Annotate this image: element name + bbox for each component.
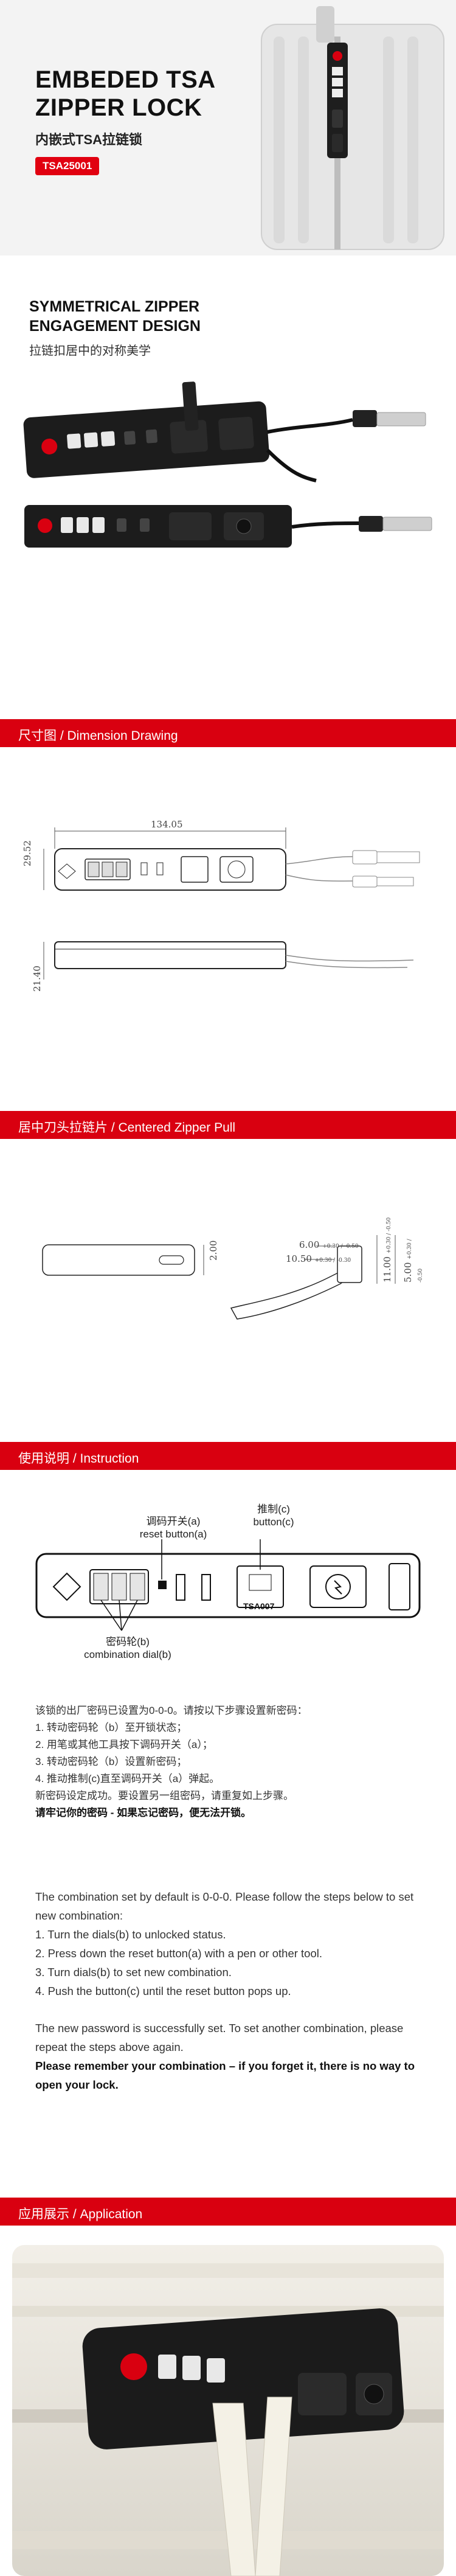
design-title: SYMMETRICAL ZIPPER ENGAGEMENT DESIGN (29, 297, 201, 336)
en-step-3: 3. Turn dials(b) to set new combination. (35, 1966, 232, 1979)
pull-dim-c-tolerance: +0.30 / -0.50 (386, 1217, 392, 1254)
reset-label-en: reset button(a) (139, 1528, 207, 1540)
model-badge: TSA25001 (35, 157, 100, 175)
pull-dim-a-tolerance: +0.30 / -0.50 (322, 1244, 359, 1250)
en-intro: The combination set by default is 0-0-0.… (35, 1890, 414, 1922)
cn-step-4: 4. 推动推制(c)直至调码开关（a）弹起。 (35, 1773, 220, 1784)
section-band-dimension: 尺寸图 / Dimension Drawing (0, 719, 456, 747)
hero-title-line1: EMBEDED TSA (35, 66, 216, 93)
device-mark: TSA007 (243, 1601, 275, 1611)
reset-button-label: 调码开关(a) reset button(a) (125, 1515, 222, 1540)
application-photo (12, 2245, 444, 2576)
hero-title-line2: ZIPPER LOCK (35, 94, 202, 121)
en-step-4: 4. Push the button(c) until the reset bu… (35, 1985, 291, 1997)
reset-label-cn: 调码开关(a) (146, 1516, 201, 1527)
design-title-line2: ENGAGEMENT DESIGN (29, 318, 201, 335)
section-title-dimension: 尺寸图 / Dimension Drawing (18, 729, 178, 743)
button-label-en: button(c) (253, 1516, 294, 1528)
pull-dim-a: 6.00 +0.30 / -0.50 (299, 1239, 359, 1250)
hero-subtitle: 内嵌式TSA拉链锁 (35, 132, 143, 147)
section-title-pull: 居中刀头拉链片 / Centered Zipper Pull (18, 1121, 236, 1135)
push-button-label: 推制(c) button(c) (231, 1503, 316, 1528)
en-instructions: The combination set by default is 0-0-0.… (35, 1887, 430, 2094)
depth-dimension: 21.40 (32, 966, 43, 992)
pull-dim-c: 11.00 +0.30 / -0.50 (382, 1217, 393, 1283)
design-subtitle: 拉链扣居中的对称美学 (29, 344, 151, 358)
suitcase-illustration (261, 6, 444, 250)
instruction-diagram (35, 1539, 421, 1631)
section-band-pull: 居中刀头拉链片 / Centered Zipper Pull (0, 1111, 456, 1139)
pull-dim-b-value: 10.50 (286, 1253, 312, 1264)
design-title-line1: SYMMETRICAL ZIPPER (29, 298, 200, 315)
combination-dial-label: 密码轮(b) combination dial(b) (73, 1635, 182, 1661)
cn-step-3: 3. 转动密码轮（b）设置新密码； (35, 1756, 187, 1767)
section-title-instruction: 使用说明 / Instruction (18, 1452, 139, 1466)
button-label-cn: 推制(c) (257, 1503, 290, 1515)
en-done: The new password is successfully set. To… (35, 2022, 404, 2053)
cn-step-2: 2. 用笔或其他工具按下调码开关（a）； (35, 1739, 213, 1750)
dial-label-cn: 密码轮(b) (106, 1636, 150, 1648)
cn-done: 新密码设定成功。要设置另一组密码，请重复如上步骤。 (35, 1790, 294, 1801)
en-step-2: 2. Press down the reset button(a) with a… (35, 1947, 323, 1960)
section-band-instruction: 使用说明 / Instruction (0, 1442, 456, 1470)
en-step-1: 1. Turn the dials(b) to unlocked status. (35, 1928, 226, 1941)
pull-dim-a-value: 6.00 (299, 1239, 320, 1250)
pull-dim-c-value: 11.00 (382, 1256, 393, 1283)
pull-dim-b: 10.50 +0.30 / -0.30 (286, 1253, 351, 1264)
section-title-application: 应用展示 / Application (18, 2207, 143, 2221)
pull-dim-d: 5.00 +0.30 / -0.50 (402, 1229, 424, 1283)
pull-dim-d-value: 5.00 (402, 1262, 413, 1283)
dial-label-en: combination dial(b) (84, 1649, 171, 1660)
cn-step-1: 1. 转动密码轮（b）至开锁状态； (35, 1722, 187, 1733)
hero-title: EMBEDED TSA ZIPPER LOCK (35, 66, 216, 122)
height-dimension: 29.52 (22, 840, 33, 866)
cn-intro: 该锁的出厂密码已设置为0-0-0。请按以下步骤设置新密码： (35, 1705, 308, 1716)
zipper-pull-drawing (42, 1235, 396, 1320)
width-dimension: 134.05 (151, 819, 183, 830)
en-spacer (35, 2000, 430, 2019)
dimension-drawing (43, 827, 420, 980)
cn-instructions: 该锁的出厂密码已设置为0-0-0。请按以下步骤设置新密码： 1. 转动密码轮（b… (35, 1702, 308, 1822)
en-warning: Please remember your combination – if yo… (35, 2059, 415, 2091)
section-band-application: 应用展示 / Application (0, 2198, 456, 2226)
hero-banner: EMBEDED TSA ZIPPER LOCK 内嵌式TSA拉链锁 TSA250… (0, 0, 456, 256)
pull-thickness: 2.00 (208, 1240, 219, 1261)
cn-warning: 请牢记你的密码 - 如果忘记密码，便无法开锁。 (35, 1807, 252, 1819)
pull-dim-b-tolerance: +0.30 / -0.30 (314, 1258, 351, 1264)
lock-product-photos (23, 381, 432, 548)
